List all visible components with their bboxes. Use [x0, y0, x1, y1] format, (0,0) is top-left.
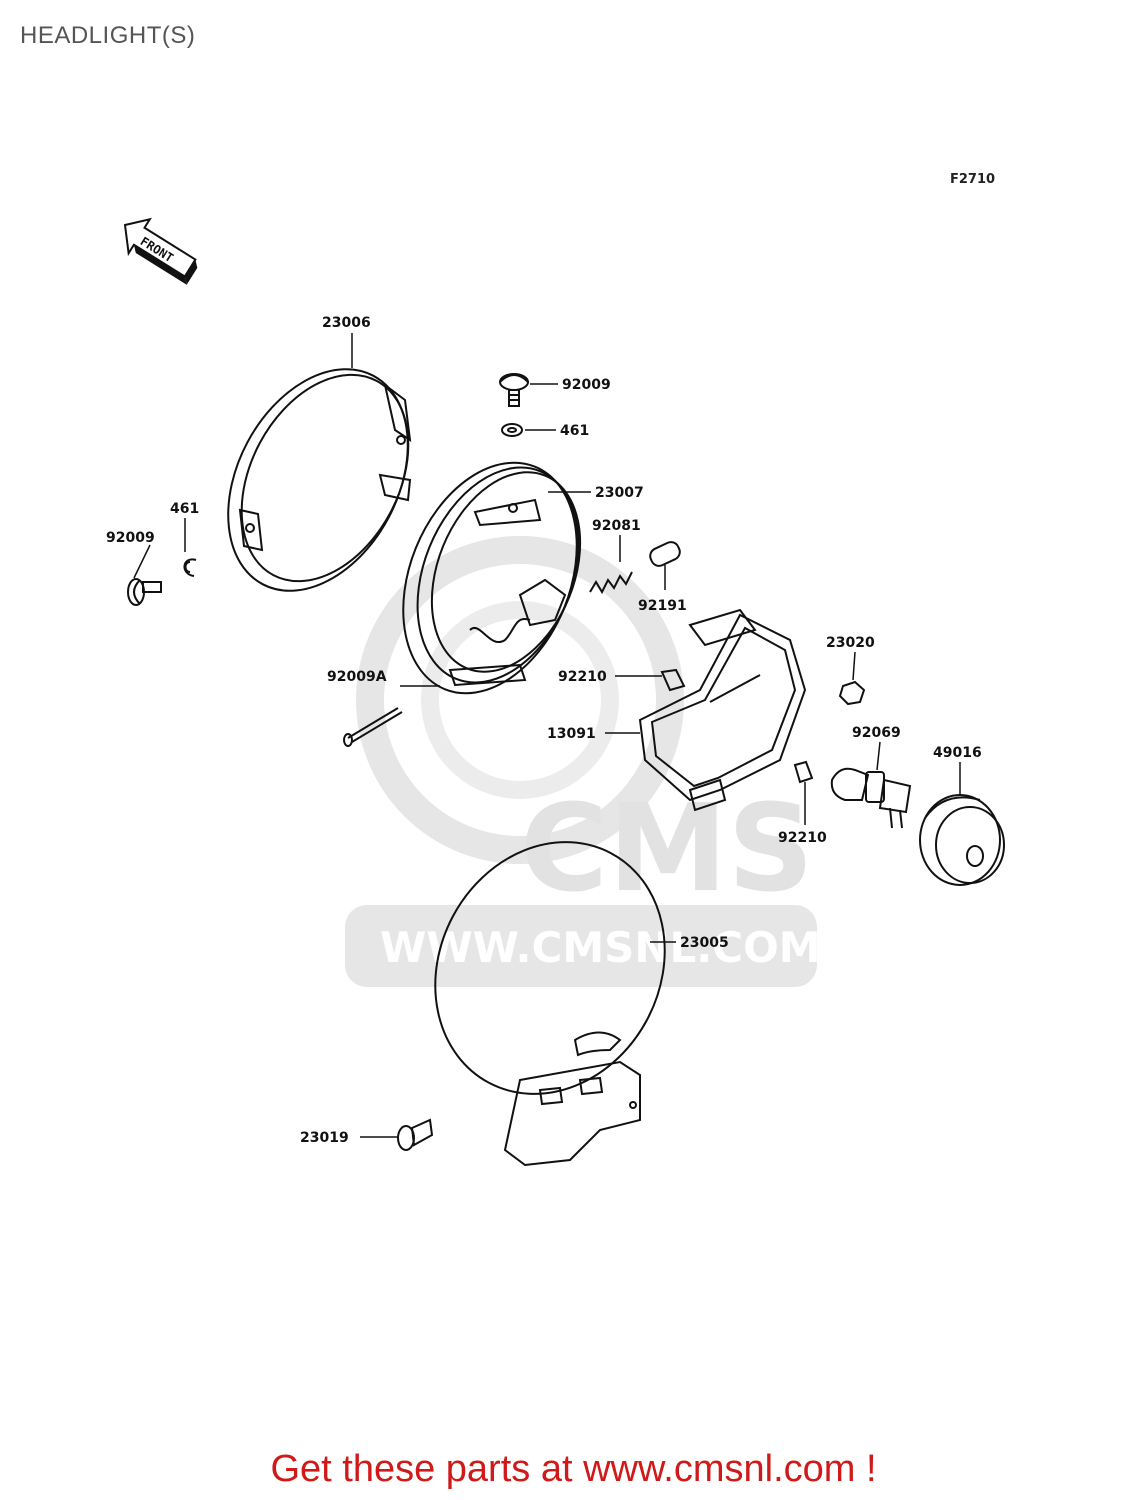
clip-92210-lower — [793, 760, 814, 784]
washer-461-top — [501, 423, 523, 437]
callout-461-left: 461 — [170, 501, 199, 517]
bulb-92069 — [830, 767, 912, 829]
headlight-rim — [227, 368, 412, 592]
callout-92009-top: 92009 — [562, 377, 611, 393]
callout-92009-left: 92009 — [106, 530, 155, 546]
spring-92081 — [589, 571, 633, 595]
screw-92009-left — [127, 578, 162, 606]
callout-23005: 23005 — [680, 935, 729, 951]
screw-23019 — [397, 1118, 434, 1151]
screw-92009-top — [499, 373, 529, 407]
watermark-brand: CMS — [520, 780, 814, 919]
watermark-url: WWW.CMSNL.COM — [380, 923, 821, 972]
headlight-lens-unit — [434, 841, 666, 1167]
headlight-housing — [402, 461, 582, 695]
callout-92191: 92191 — [638, 598, 687, 614]
clip-92210-upper — [660, 668, 686, 692]
headlight-bracket — [638, 608, 807, 812]
leader-lines — [133, 333, 961, 1138]
callout-92210-lower: 92210 — [778, 830, 827, 846]
nut-23020 — [838, 680, 866, 706]
callout-92069: 92069 — [852, 725, 901, 741]
callout-461-top: 461 — [560, 423, 589, 439]
callout-23006: 23006 — [322, 315, 371, 331]
footer-cta[interactable]: Get these parts at www.cmsnl.com ! — [270, 1448, 877, 1490]
washer-461-left — [183, 558, 197, 577]
watermark: CMS WWW.CMSNL.COM — [345, 536, 821, 987]
pin-92191 — [649, 541, 681, 567]
figure-code: F2710 — [950, 172, 996, 187]
screw-92009A — [343, 707, 403, 747]
callout-13091: 13091 — [547, 726, 596, 742]
socket-boot-49016 — [919, 794, 1005, 886]
callout-49016: 49016 — [933, 745, 982, 761]
callout-23020: 23020 — [826, 635, 875, 651]
front-arrow-icon: FRONT — [123, 217, 198, 285]
callout-23007: 23007 — [595, 485, 644, 501]
callout-92081: 92081 — [592, 518, 641, 534]
page-title: HEADLIGHT(S) — [20, 22, 196, 49]
callouts: 23006 92009 461 23007 461 92009 92081 92… — [106, 315, 982, 1146]
callout-23019: 23019 — [300, 1130, 349, 1146]
callout-92009A: 92009A — [327, 669, 387, 685]
callout-92210-upper: 92210 — [558, 669, 607, 685]
